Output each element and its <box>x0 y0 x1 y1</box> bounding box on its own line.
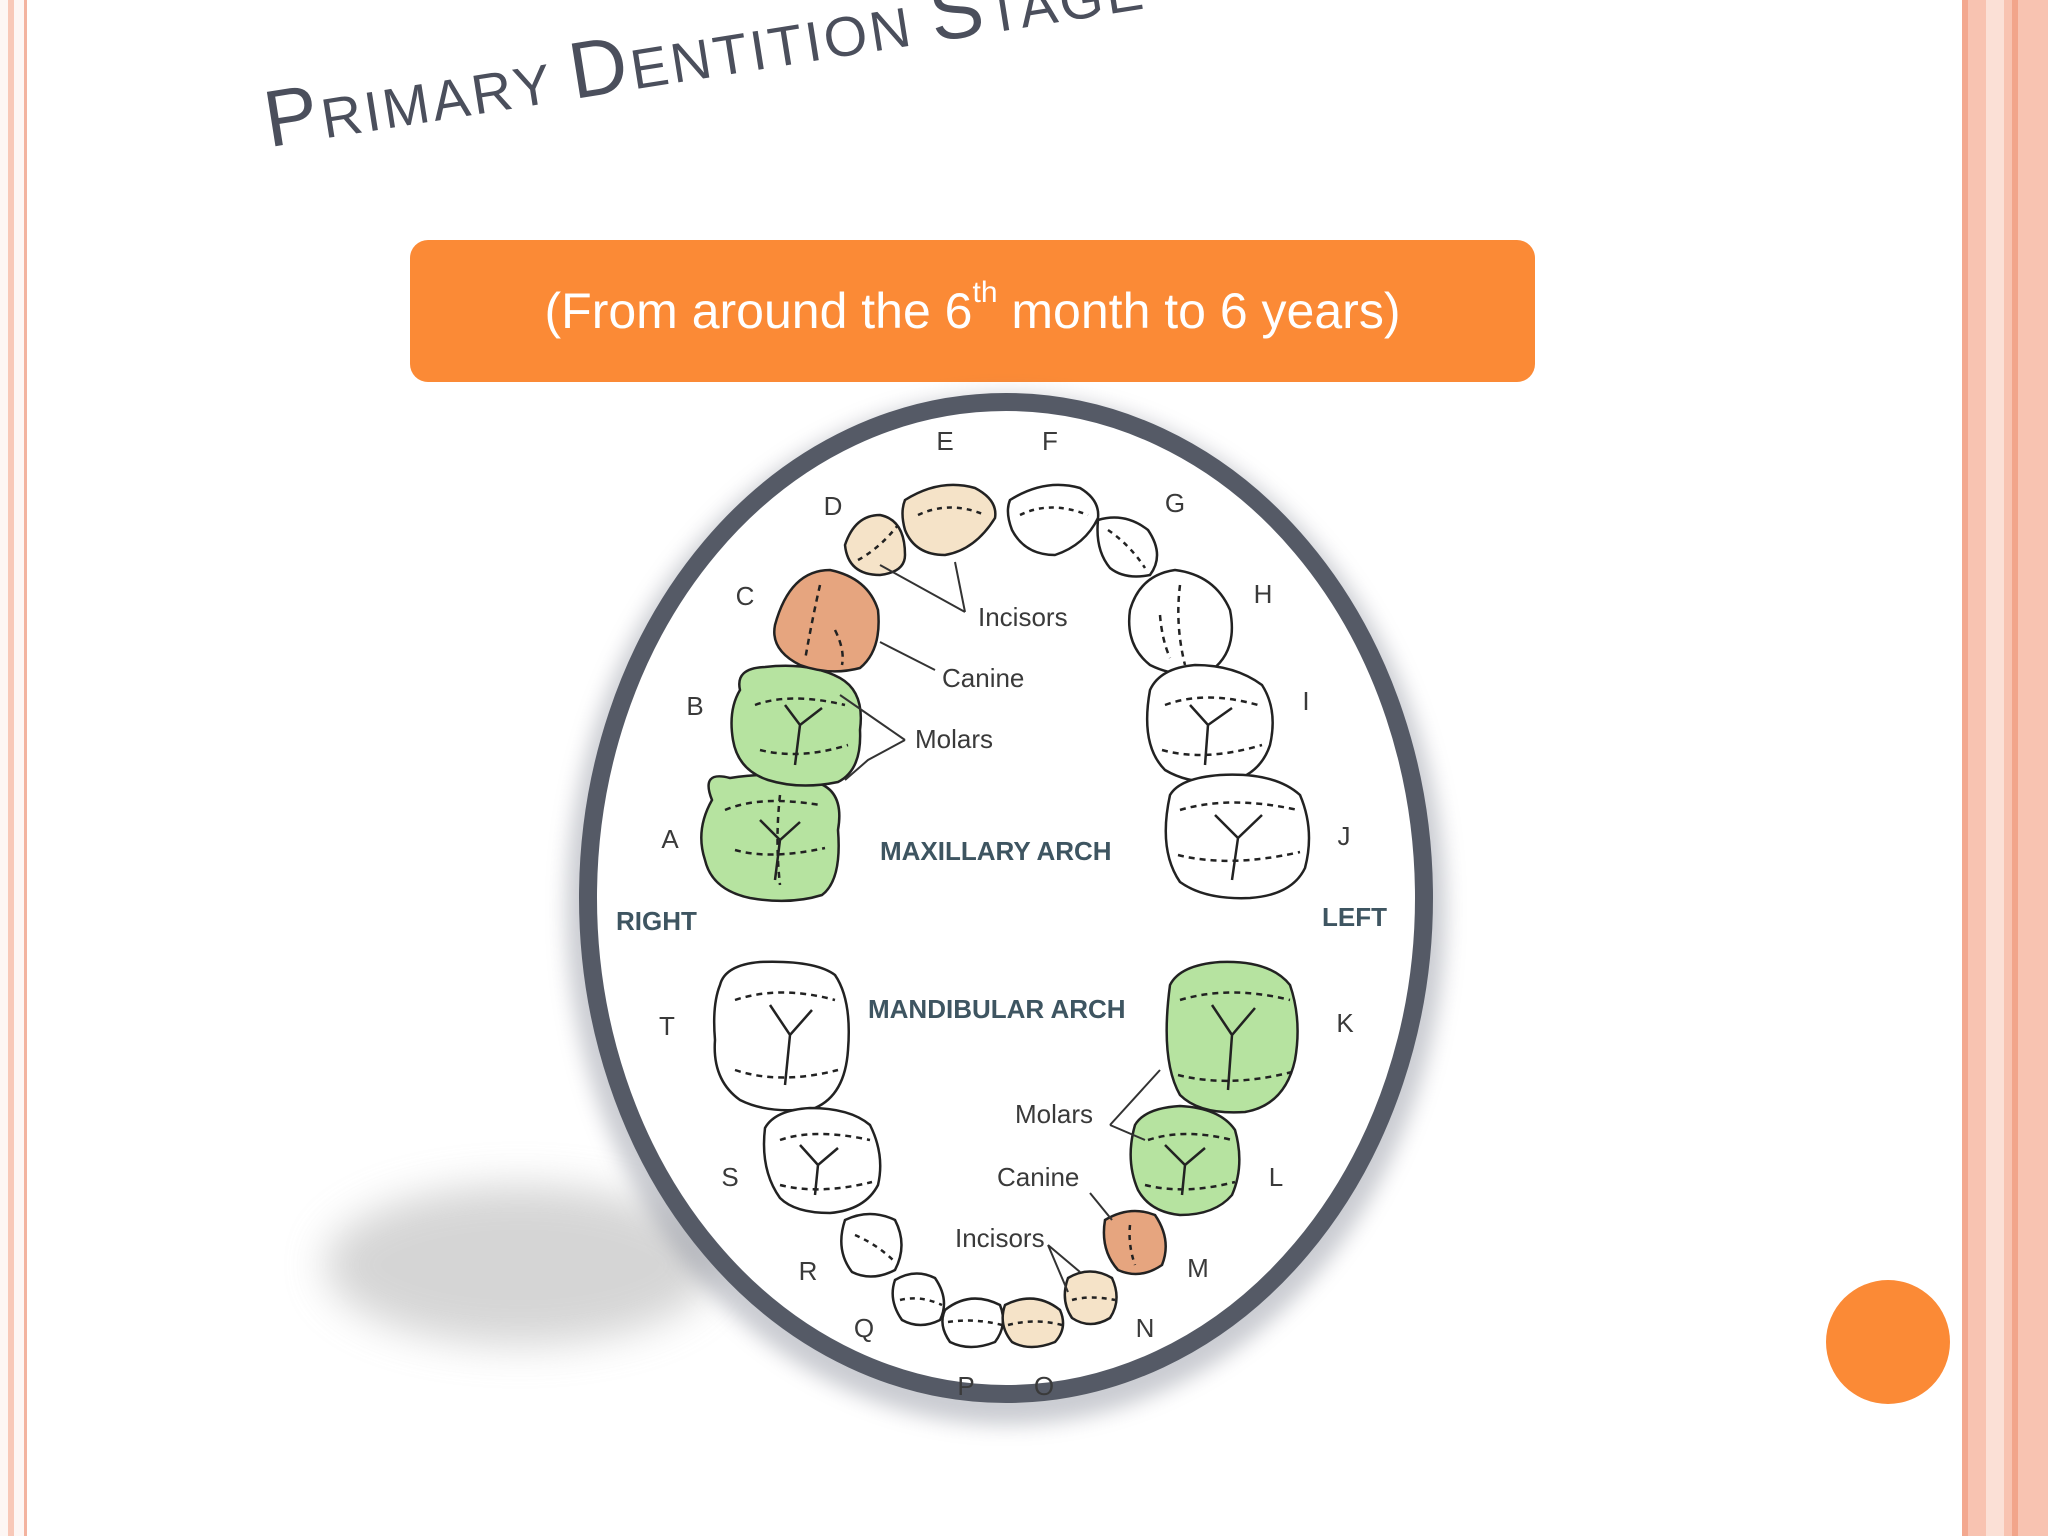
age-range-banner: (From around the 6th month to 6 years) <box>410 240 1535 382</box>
label-max-incisors: Incisors <box>978 602 1068 632</box>
tooth-P <box>941 1297 1005 1349</box>
label-G: G <box>1165 488 1185 518</box>
tooth-E <box>901 483 997 557</box>
tooth-H <box>1128 568 1234 676</box>
label-N: N <box>1136 1313 1155 1343</box>
label-K: K <box>1336 1008 1354 1038</box>
tooth-group-labels: Incisors Canine Molars Molars Canine Inc… <box>915 602 1093 1253</box>
label-mand-incisors: Incisors <box>955 1223 1045 1253</box>
left-frame-border <box>0 0 27 1536</box>
tooth-letters: A B C D E F G H I J K L M N O P Q R S T <box>659 426 1354 1401</box>
tooth-N <box>1063 1270 1118 1326</box>
label-max-canine: Canine <box>942 663 1024 693</box>
left-side-label: LEFT <box>1322 902 1387 932</box>
label-D: D <box>824 491 843 521</box>
leader-lines <box>839 561 1161 1293</box>
tooth-R <box>840 1212 903 1278</box>
next-slide-circle[interactable] <box>1826 1280 1950 1404</box>
label-O: O <box>1034 1371 1054 1401</box>
banner-text: (From around the 6th month to 6 years) <box>544 276 1401 339</box>
right-frame-border <box>1962 0 2048 1536</box>
tooth-C <box>773 568 880 673</box>
label-T: T <box>659 1011 675 1041</box>
tooth-L <box>1129 1104 1241 1217</box>
label-R: R <box>799 1256 818 1286</box>
right-side-label: RIGHT <box>616 906 697 936</box>
label-C: C <box>736 581 755 611</box>
upper-arch-teeth <box>700 483 1311 903</box>
tooth-B <box>730 664 863 787</box>
label-M: M <box>1187 1253 1209 1283</box>
label-mand-molars: Molars <box>1015 1099 1093 1129</box>
lower-arch-teeth <box>712 960 1299 1349</box>
label-J: J <box>1338 821 1351 851</box>
tooth-T <box>712 960 850 1112</box>
label-F: F <box>1042 426 1058 456</box>
label-L: L <box>1269 1162 1283 1192</box>
label-A: A <box>661 824 679 854</box>
label-B: B <box>686 691 703 721</box>
tooth-O <box>1001 1297 1065 1349</box>
tooth-F <box>1006 483 1100 557</box>
label-I: I <box>1302 686 1309 716</box>
label-Q: Q <box>854 1313 874 1343</box>
label-H: H <box>1254 579 1273 609</box>
label-S: S <box>721 1162 738 1192</box>
label-E: E <box>936 426 953 456</box>
label-max-molars: Molars <box>915 724 993 754</box>
maxillary-arch-label: MAXILLARY ARCH <box>880 836 1112 866</box>
tooth-Q <box>891 1272 946 1327</box>
mandibular-arch-label: MANDIBULAR ARCH <box>868 994 1126 1024</box>
oval-shadow <box>325 1185 715 1345</box>
arch-labels: MAXILLARY ARCH MANDIBULAR ARCH RIGHT LEF… <box>616 836 1387 1024</box>
tooth-A <box>700 773 841 903</box>
label-P: P <box>957 1371 974 1401</box>
tooth-M <box>1102 1209 1167 1276</box>
label-mand-canine: Canine <box>997 1162 1079 1192</box>
